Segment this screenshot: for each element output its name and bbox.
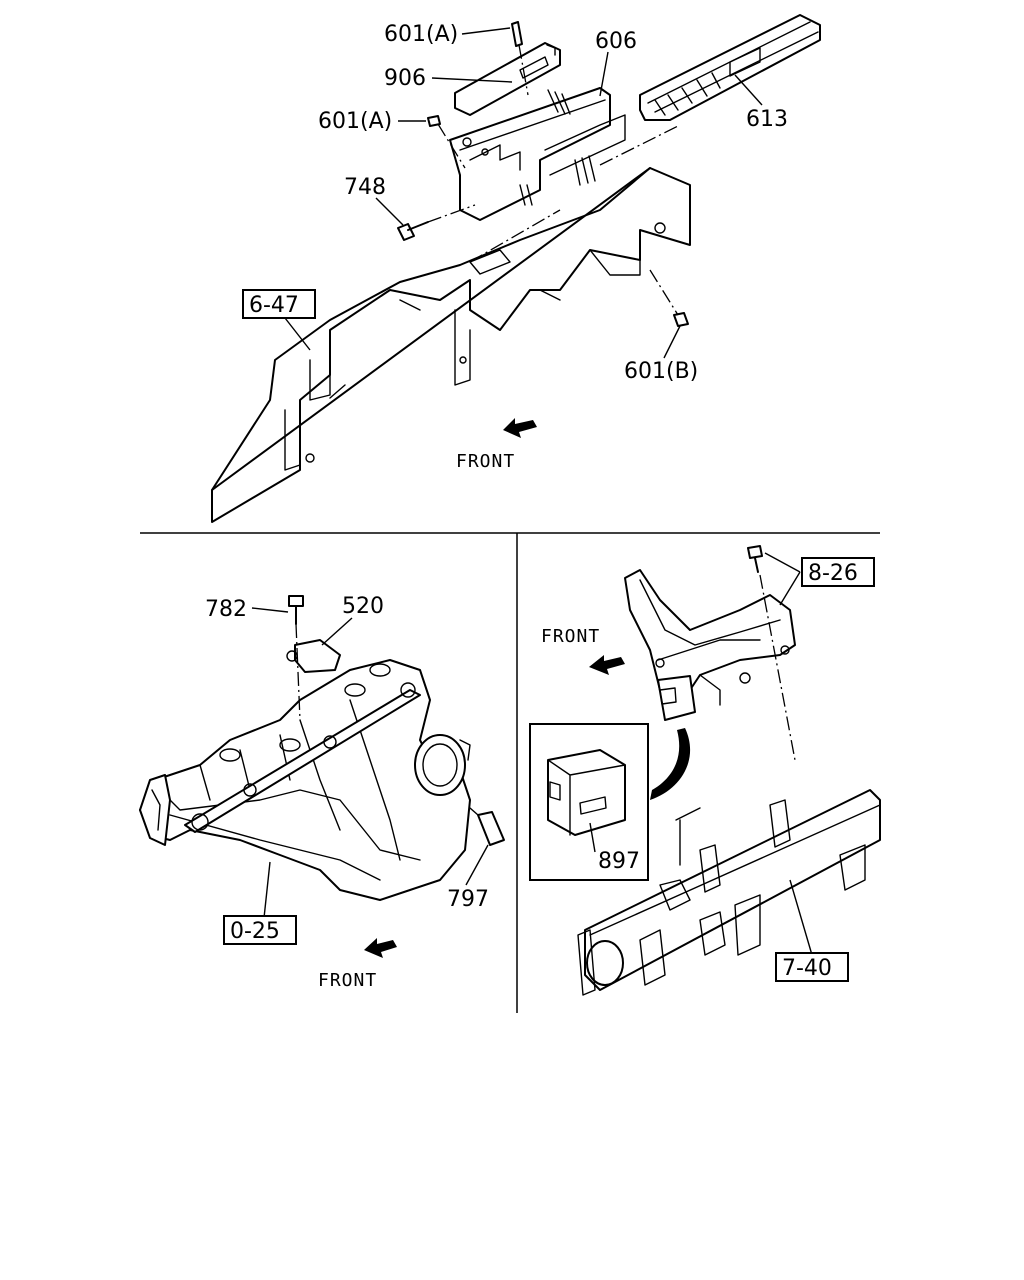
ref-box-7-40 bbox=[775, 952, 849, 982]
bolt-748-drawing bbox=[397, 204, 476, 241]
module-906-drawing bbox=[454, 42, 561, 116]
front-label-right: FRONT bbox=[541, 626, 600, 647]
front-arrow-icon bbox=[503, 418, 537, 438]
clip-601b-drawing bbox=[649, 269, 689, 327]
front-arrow-icon bbox=[364, 938, 397, 958]
ref-0-25: 0-25 bbox=[230, 919, 280, 944]
callout-601a-top: 601(A) bbox=[384, 22, 458, 47]
ecm-mounting-assembly: 897 8-26 7-40 FRONT bbox=[529, 545, 881, 996]
callout-906: 906 bbox=[384, 66, 426, 91]
callout-897: 897 bbox=[598, 849, 640, 874]
front-arrow-icon bbox=[589, 655, 625, 675]
clip-601a-top-drawing bbox=[511, 21, 529, 96]
callout-782: 782 bbox=[205, 597, 247, 622]
bracket-606-drawing bbox=[449, 87, 626, 221]
ref-8-26: 8-26 bbox=[808, 561, 858, 586]
callout-797: 797 bbox=[447, 887, 489, 912]
ref-box-0-25 bbox=[223, 915, 297, 945]
callout-601b: 601(B) bbox=[624, 359, 698, 384]
ref-box-6-47 bbox=[242, 289, 316, 319]
ref-box-8-26 bbox=[801, 557, 875, 587]
callout-613: 613 bbox=[746, 107, 788, 132]
callout-601a-mid: 601(A) bbox=[318, 109, 392, 134]
callout-606: 606 bbox=[595, 29, 637, 54]
callout-748: 748 bbox=[344, 175, 386, 200]
ref-6-47: 6-47 bbox=[249, 293, 299, 318]
intake-manifold-assembly: 782 520 797 0-25 FRONT bbox=[139, 594, 505, 991]
ref-7-40: 7-40 bbox=[782, 956, 832, 981]
front-label-top: FRONT bbox=[456, 451, 515, 472]
connector-613-drawing bbox=[639, 14, 821, 121]
callout-520: 520 bbox=[342, 594, 384, 619]
top-assembly: 601(A) 906 606 601(A) 613 748 601(B) 6-4… bbox=[211, 14, 821, 523]
curved-arrow-icon bbox=[650, 728, 691, 800]
clip-601a-mid-drawing bbox=[427, 115, 466, 169]
mounting-bracket-drawing bbox=[211, 167, 691, 523]
front-label-left: FRONT bbox=[318, 970, 377, 991]
